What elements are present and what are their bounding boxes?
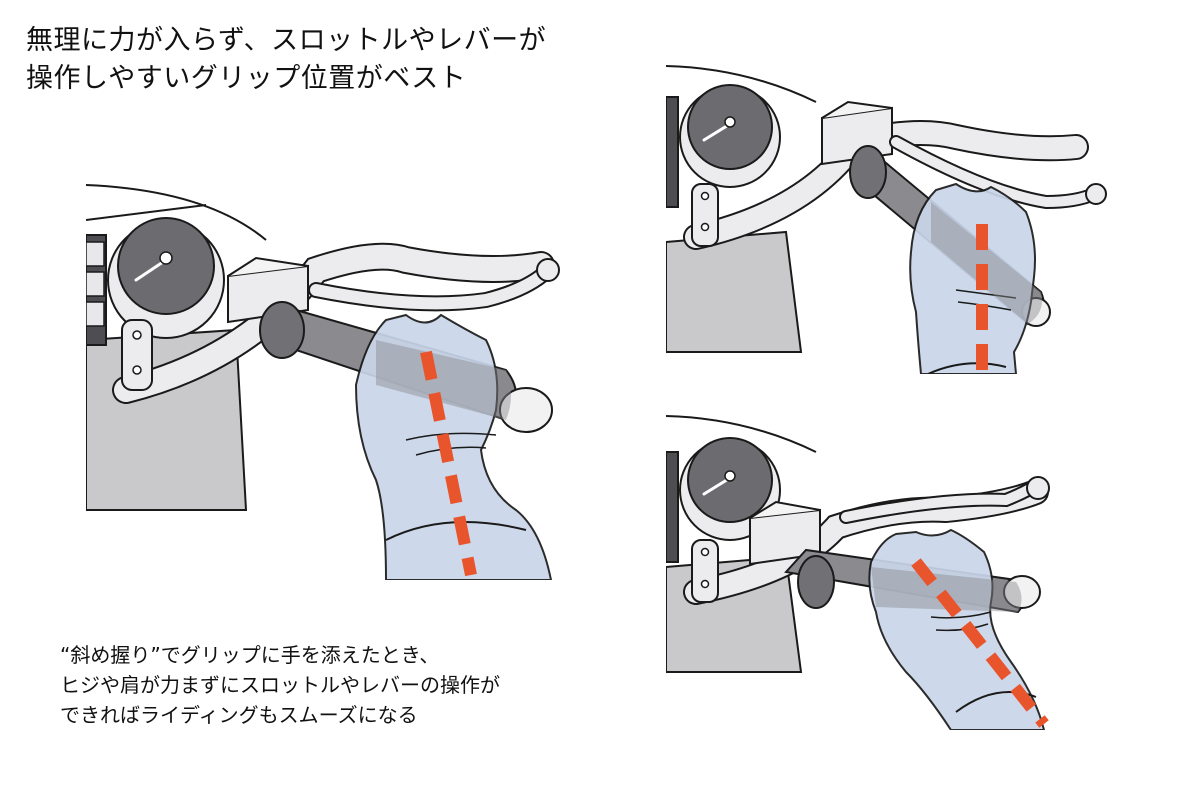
brake-lever	[310, 266, 552, 310]
caption-line-2: ヒジや肩が力まずにスロットルやレバーの操作が	[60, 673, 500, 697]
forearm-alignment-line	[420, 350, 477, 577]
side-panel	[666, 451, 679, 563]
page-title: 無理に力が入らず、スロットルやレバーが 操作しやすいグリップ位置がベスト	[26, 22, 546, 98]
clamp	[121, 319, 153, 391]
brake-lever	[891, 137, 1099, 208]
bar-end	[1003, 575, 1041, 609]
bike-body	[666, 230, 803, 353]
grip-illustration-bottom	[666, 412, 1126, 730]
handlebar-drawing-top	[666, 65, 1107, 374]
gauge-needle	[134, 258, 168, 282]
handlebar-drawing-bottom	[666, 415, 1050, 730]
side-panel	[666, 96, 679, 208]
caption-line-1: “斜め握り”でグリップに手を添えたとき、	[60, 643, 440, 667]
handlebar	[685, 122, 1087, 248]
caption-line-3: できればライディングもスムーズになる	[60, 703, 418, 727]
forearm-alignment-line	[911, 558, 1049, 728]
glove-hand	[909, 182, 1036, 374]
bar-end	[499, 387, 553, 433]
title-line-2: 操作しやすいグリップ位置がベスト	[26, 63, 467, 94]
caption-text: “斜め握り”でグリップに手を添えたとき、 ヒジや肩が力まずにスロットルやレバーの…	[60, 640, 500, 730]
clamp	[691, 183, 719, 247]
grip-illustration-top	[666, 62, 1126, 374]
clamp	[691, 539, 719, 603]
title-line-1: 無理に力が入らず、スロットルやレバーが	[26, 25, 547, 56]
handlebar-drawing-main	[86, 184, 560, 580]
main-grip-illustration	[86, 180, 566, 580]
handlebar	[114, 244, 553, 402]
